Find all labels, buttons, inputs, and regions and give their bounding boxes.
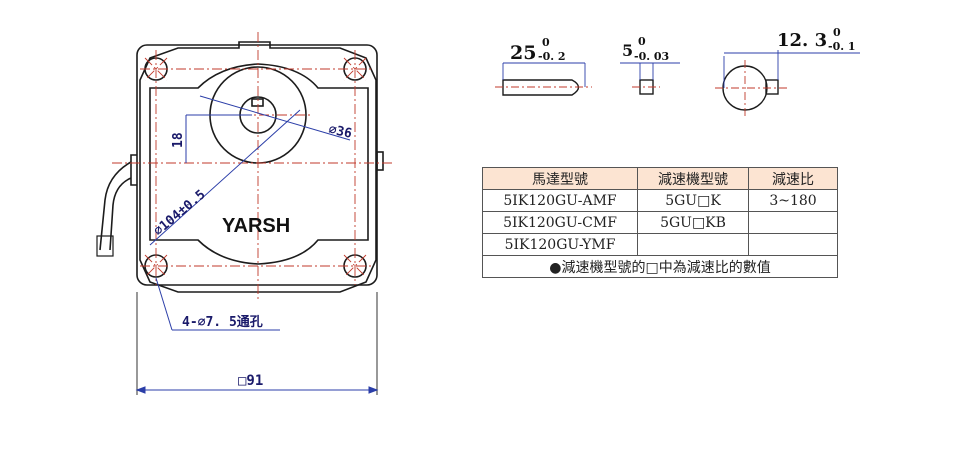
motor-body-outline — [136, 44, 378, 286]
table-header-row: 馬達型號 減速機型號 減速比 — [482, 167, 838, 190]
table-cell: 5IK120GU-CMF — [482, 211, 638, 234]
table-cell: 5GU□K — [637, 189, 749, 212]
key-height-label: 12. 3 — [777, 30, 827, 51]
header-gearbox-model: 減速機型號 — [637, 167, 749, 190]
svg-text:0: 0 — [542, 36, 550, 49]
svg-text:0: 0 — [638, 35, 646, 48]
brand-label: YARSH — [222, 215, 290, 237]
table-cell: 5IK120GU-YMF — [482, 233, 638, 256]
table-row: 5IK120GU-CMF 5GU□KB — [482, 211, 838, 234]
header-motor-model: 馬達型號 — [482, 167, 638, 190]
shaft-offset-label: 18 — [171, 132, 186, 148]
gearbox-housing-outline — [149, 63, 369, 265]
svg-text:-0. 03: -0. 03 — [634, 50, 669, 63]
table-cell: 5GU□KB — [637, 211, 749, 234]
shaft-key — [251, 98, 264, 107]
table-cell: 3~180 — [748, 189, 838, 212]
svg-text:-0. 2: -0. 2 — [538, 50, 566, 63]
flange-square-label: □91 — [238, 373, 263, 389]
mounting-holes-label: 4-⌀7. 5通孔 — [182, 314, 263, 330]
svg-text:-0. 1: -0. 1 — [828, 40, 856, 53]
table-row: 5IK120GU-YMF — [482, 233, 838, 256]
shaft-side-view — [502, 79, 580, 96]
table-note-row: ●減速機型號的□中為減速比的數值 — [482, 255, 838, 278]
shaft-length-label: 25 — [510, 42, 536, 64]
motor-cable — [99, 154, 137, 251]
table-cell — [748, 233, 838, 256]
specification-table: 馬達型號 減速機型號 減速比 5IK120GU-AMF 5GU□K 3~180 … — [482, 167, 838, 278]
key-width-label: 5 — [622, 41, 633, 60]
boss-diameter-label: ⌀36 — [327, 122, 353, 142]
table-cell — [637, 233, 749, 256]
svg-text:0: 0 — [833, 26, 841, 39]
table-cell: 5IK120GU-AMF — [482, 189, 638, 212]
table-note: ●減速機型號的□中為減速比的數值 — [482, 255, 838, 278]
header-ratio: 減速比 — [748, 167, 838, 190]
table-row: 5IK120GU-AMF 5GU□K 3~180 — [482, 189, 838, 212]
bolt-circle-label: ⌀104±0.5 — [151, 187, 209, 239]
table-cell — [748, 211, 838, 234]
motor-flange-outline — [139, 41, 377, 293]
